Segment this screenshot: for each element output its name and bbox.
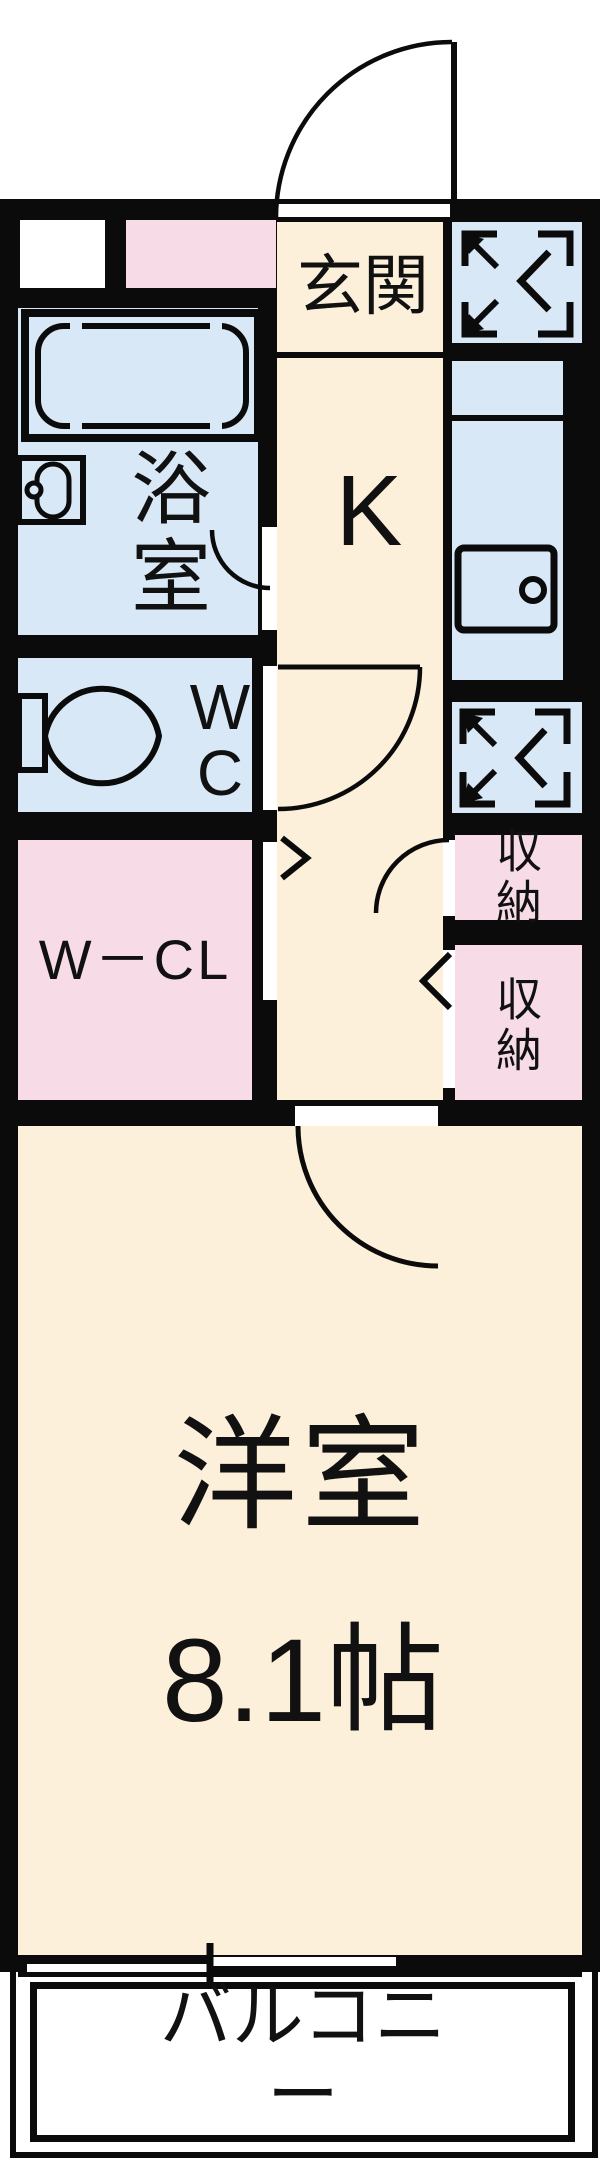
storage-lower-label: 収納 [496,973,542,1076]
refrigerator-space [452,222,582,343]
entrance-door-swing-arc [273,39,453,219]
kitchen-label: K [335,455,403,567]
meter-box [20,220,105,288]
mainroom-door-opening [295,1106,438,1126]
balcony-edge-bottom [10,2152,598,2158]
wcl-label: W－CL [38,928,232,992]
balcony-label: バルコニー [159,1976,447,2136]
storage-upper-label: 収納 [496,825,542,928]
wall-storage-divider [443,920,600,945]
room-storage-upper [455,835,582,920]
room-hall-kitchen [277,222,443,1100]
storage-lower-door-opening [443,950,455,1088]
wall-kitchen-col-2 [443,680,600,702]
wall-right [582,199,600,1972]
wall-bath-wc [18,635,277,658]
pipe-space-box [126,220,276,288]
room-storage-lower [455,945,582,1100]
wall-wc-wcl [18,812,277,840]
room-walkin-closet [18,840,252,1100]
wall-left [0,199,18,1972]
washer-space [452,702,582,813]
bathroom-label: 浴 室 [131,445,211,622]
wall-kitchen-col-1 [443,343,582,361]
wc-door-opening [263,666,277,810]
kitchen-counter-edge [563,361,582,680]
western-room-size: 8.1帖 [161,1615,445,1748]
window-pane-right [212,1957,396,1966]
wc-label: W C [189,671,251,809]
balcony-edge-right [592,1972,598,2158]
genkan-label: 玄関 [297,248,429,323]
western-room-label: 洋室 [172,1406,430,1545]
balcony-area [30,1982,575,2142]
kitchen-counter [452,361,563,680]
balcony-edge-left [10,1972,16,2158]
wall-kitchen-col-3 [443,813,600,835]
wcl-door-opening [263,842,277,1000]
storage-upper-door-opening [443,840,455,916]
genkan-step-line [277,352,443,358]
bathroom-door-opening [262,527,277,630]
entrance-door-opening [276,204,450,217]
window-pane-left [27,1964,212,1972]
